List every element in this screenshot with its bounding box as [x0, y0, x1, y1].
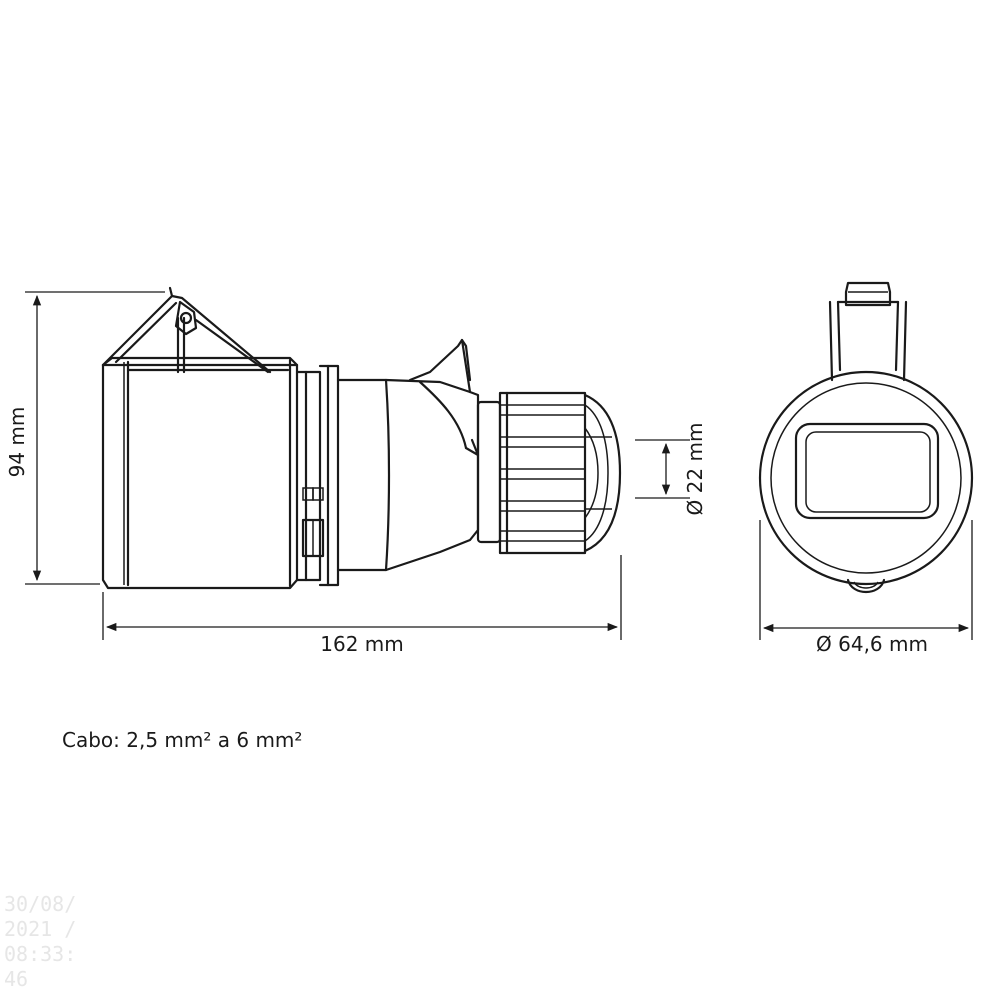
timestamp-watermark: 30/08/ 2021 / 08:33: 46 [4, 892, 76, 992]
watermark-line: 08:33: [4, 942, 77, 966]
front-view [758, 281, 974, 594]
height-label: 94 mm [5, 407, 29, 478]
watermark-line: 2021 / [4, 917, 77, 941]
watermark-line: 46 [4, 967, 29, 991]
cable-diameter-label: Ø 22 mm [683, 423, 707, 516]
watermark-line: 30/08/ [4, 892, 77, 916]
coupling-rings [295, 364, 340, 587]
side-view [101, 286, 622, 590]
body-diameter-label: Ø 64,6 mm [816, 632, 928, 656]
cable-note: Cabo: 2,5 mm² a 6 mm² [62, 728, 303, 752]
length-label: 162 mm [320, 632, 404, 656]
socket-housing [101, 356, 299, 590]
cable-diameter-dimension: Ø 22 mm [635, 423, 707, 516]
cable-gland-nut [476, 391, 622, 555]
body-diameter-dimension: Ø 64,6 mm [759, 520, 973, 656]
length-dimension: 162 mm [102, 555, 622, 656]
hinged-lid [101, 286, 272, 374]
tapered-body [336, 338, 480, 572]
height-dimension: 94 mm [5, 291, 165, 585]
